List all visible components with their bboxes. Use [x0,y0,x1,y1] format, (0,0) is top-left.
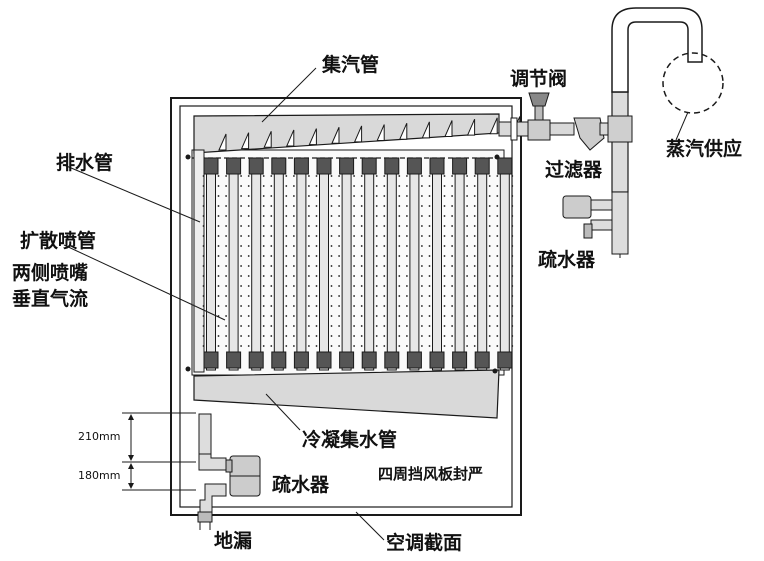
condensate-header-pipe [193,369,500,419]
diffuser-tube [473,117,498,371]
trap-inlet [225,459,233,473]
steam-header-pipe [193,113,500,154]
dim-label-upper: 210mm [78,430,121,443]
header-nozzle-fin [489,117,498,135]
label-steam-trap-bottom: 疏水器 [272,474,330,496]
header-nozzle-fin [353,125,363,143]
leader-drain [63,164,201,223]
header-start-dot [185,154,191,160]
label-nozzles-line2: 垂直气流 [12,288,89,310]
dim-head-3 [128,463,134,469]
dim-head-1 [128,414,134,420]
label-floor-drain: 地漏 [214,530,253,552]
inlet-flange [510,117,518,141]
leader-steam [675,111,689,141]
elbow-lower [199,483,227,513]
filter-body [573,117,605,151]
diffuser-tube [247,131,272,371]
diffuser-tube [338,125,363,371]
valve-body [527,119,551,141]
header-nozzle-fin [308,128,317,146]
diffuser-tube [406,121,430,371]
right-trap-body [562,195,592,219]
valve-stem [534,105,544,121]
elbow-upper [198,453,227,471]
header-nozzle-fin [331,127,340,144]
label-nozzles-line1: 两侧喷嘴 [12,262,89,284]
diffuser-tube [383,122,408,371]
diffuser-tubes [202,116,521,371]
header-nozzle-fin [286,129,295,147]
label-header-pipe: 集汽管 [322,54,380,76]
diffuser-tube [451,118,476,371]
dim-label-lower: 180mm [78,469,121,482]
riser-lower [611,191,629,255]
valve-actuator [528,92,550,107]
floor-drain [197,511,213,523]
bottom-left-dot [185,366,191,372]
diffuser-tube [315,127,340,371]
dim-head-4 [128,483,134,489]
condensate-drop-pipe [198,413,212,455]
leader-condensate [265,393,301,431]
right-trap-pipe-a [590,199,613,211]
ac-casing-outer [170,97,522,516]
diffuser-tube [293,128,317,371]
label-drain-pipe: 排水管 [56,152,114,174]
header-nozzle-fin [466,118,476,136]
label-filter: 过滤器 [545,159,603,181]
leader-diffuser [63,244,226,321]
header-nozzle-fin [421,121,430,139]
header-nozzle-fin [376,124,385,142]
diffuser-tube [202,133,227,371]
bottom-right-dot [492,368,498,374]
leader-section [355,511,385,541]
header-end-dot [494,154,500,160]
diffuser-tube [428,120,453,371]
diffuser-tube [225,132,250,371]
label-condensate-pipe: 冷凝集水管 [302,429,398,451]
pipe-valve-to-filter [549,122,575,136]
diffuser-tube [360,124,385,371]
leader-header [261,67,317,123]
header-nozzle-fin [444,120,453,137]
steam-source-circle [662,52,724,114]
header-nozzle-fin [263,131,272,148]
right-trap-pipe-b [590,219,613,231]
label-baffle-note: 四周挡风板封严 [378,465,484,483]
label-steam-trap-right: 疏水器 [538,249,596,271]
header-nozzle-fin [399,122,408,140]
riser-tee [607,115,633,143]
diffuser-tube [270,129,295,371]
label-ac-section: 空调截面 [386,532,463,554]
label-diffuser-pipe: 扩散喷管 [20,230,97,252]
header-nozzle-fin [218,133,227,151]
dim-head-2 [128,455,134,461]
left-drain-pipe [193,149,205,373]
supply-gooseneck [611,7,703,93]
right-trap-base [583,223,593,239]
label-regulating-valve: 调节阀 [510,68,568,90]
header-nozzle-fin [240,132,250,150]
label-steam-supply: 蒸汽供应 [666,138,743,160]
